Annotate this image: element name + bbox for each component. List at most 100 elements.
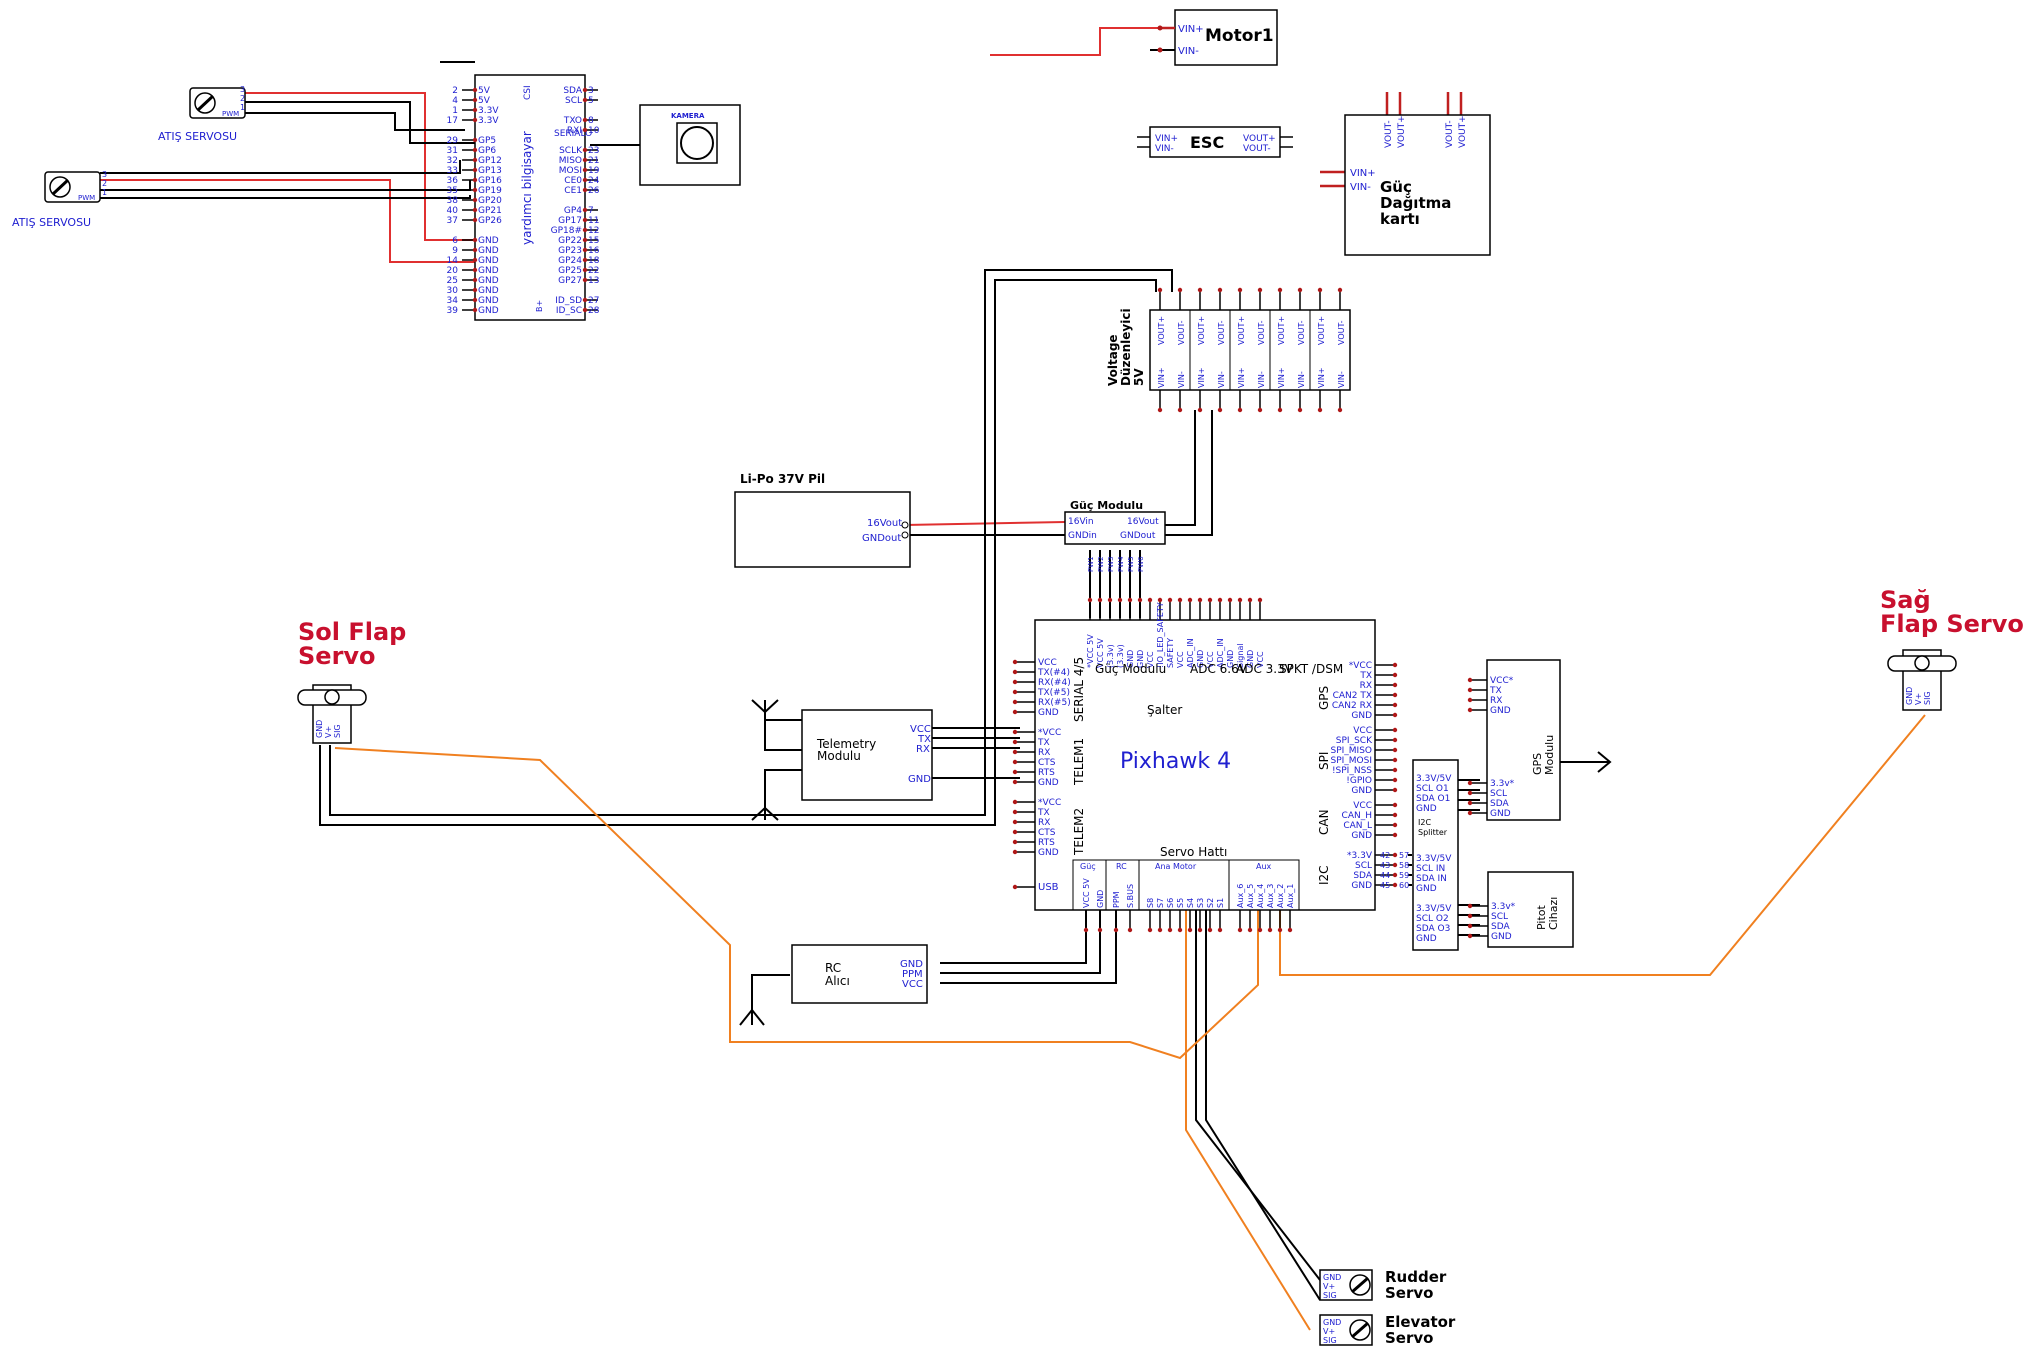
servo-rail-pin: Aux_1 [1286,884,1295,908]
companion-right-pin: GP22 [558,236,582,246]
gps-module-pin: VCC* [1490,676,1514,686]
pm-right-1: 16Vout [1127,517,1159,527]
companion-left-pin-number: 30 [447,286,459,296]
rc-title-2: Alıcı [825,974,850,988]
pin-dot [1217,287,1223,293]
companion-left-pin: GND [478,276,499,286]
companion-right-pin-number: 21 [588,156,599,166]
pin-dot [1237,927,1243,933]
pin-dot [1337,407,1343,413]
pin-dot [1257,927,1263,933]
pin-dot [1157,597,1163,603]
companion-left-pin: GP13 [478,166,502,176]
regulator-box [1149,309,1351,391]
pin-dot [1337,287,1343,293]
pin-dot [1217,597,1223,603]
spi-pin: !GPIO [1346,776,1372,786]
regulator-out-pin: VOUT+ [1317,316,1326,345]
pin-dot [1177,597,1183,603]
companion-right-pin-number: 7 [588,206,594,216]
pm-bottom-pin: PW2 [1097,556,1105,572]
companion-right-pin: CE1 [564,186,582,196]
serial45-pin: TX(#5) [1037,688,1070,698]
companion-right-pin: GP18# [551,226,582,236]
regulator-out-pin: VOUT- [1177,320,1186,345]
pin-dot [472,267,478,273]
companion-left-pin: GND [478,236,499,246]
motor-box [1174,9,1278,66]
left-flap-pin-vplus: V+ [324,726,333,738]
pin-dot [1197,287,1203,293]
esc-in-minus: VIN- [1155,144,1174,154]
companion-right-pin-number: 19 [588,166,600,176]
pin-dot [472,217,478,223]
companion-right-pin-number: 27 [588,296,599,306]
left-flap-title-1: Sol Flap [298,618,406,646]
pin-dot [1157,927,1163,933]
companion-left-pin: GND [478,286,499,296]
pin-dot [1467,790,1473,796]
pitot-pin: SDA [1491,922,1510,932]
companion-right-pin: GP25 [558,266,582,276]
battery-box [734,491,911,568]
servo1-pin-1: 1 [240,103,245,112]
pm-left-2: GNDin [1068,531,1097,541]
pd-title-2: Dağıtma [1380,194,1451,212]
pin-dot [1012,779,1018,785]
battery-block: Li-Po 37V Pil 16Vout GNDout [734,472,911,568]
pixhawk-top-pin: VCC [1256,651,1265,668]
pin-dot [1392,692,1398,698]
regulator-in-pin: VIN- [1177,371,1186,388]
pin-dot [1237,287,1243,293]
splitter-g3-pin: SDA O3 [1416,924,1450,934]
esc-out-plus: VOUT+ [1243,134,1276,144]
companion-left-pin-number: 25 [447,276,458,286]
rc-pin-vcc: VCC [902,979,923,990]
pixhawk-top-pin: SAFETY [1166,638,1175,668]
pin-dot [1467,707,1473,713]
pin-dot [1392,757,1398,763]
companion-left-pin: 5V [478,86,491,96]
splitter-pin-number: 59 [1399,871,1409,880]
regulator-out-pin: VOUT- [1337,320,1346,345]
gps-module-box [1486,659,1561,821]
pitot-pin: SCL [1491,912,1508,922]
telem1-pin: TX [1037,738,1050,748]
regulator-out-pin: VOUT+ [1157,316,1166,345]
servo2-pin-3: 3 [102,170,107,179]
companion-right-pin: GP4 [564,206,582,216]
battery-title: Li-Po 37V Pil [740,472,825,486]
spi-pin: VCC [1353,726,1372,736]
pin-dot [1012,739,1018,745]
pin-dot [582,267,588,273]
pin-dot [1277,287,1283,293]
companion-left-pin: 3.3V [478,116,499,126]
companion-right-pin-number: 13 [588,276,599,286]
gps-side-pin: SCL [1490,789,1507,799]
pin-dot [472,237,478,243]
rudder-title-2: Servo [1385,1284,1433,1302]
companion-right-pin: GP23 [558,246,582,256]
pixhawk-title: Pixhawk 4 [1120,749,1231,774]
pitot-pin: 3.3v* [1491,902,1516,912]
pin-dot [1467,810,1473,816]
i2c-pin-number: 45 [1380,881,1390,890]
companion-left-pin: GND [478,266,499,276]
companion-left-pin-number: 40 [447,206,459,216]
telem1-pin: GND [1038,778,1059,788]
pin-dot [1012,884,1018,890]
pin-dot [1317,287,1323,293]
servo-horn-icon [1914,655,1930,671]
pin-dot [1392,702,1398,708]
companion-computer-block: yardımcı bilgisayar CSI SERIALO B+ 5V25V… [447,74,600,321]
power-distribution-block: VIN+ VIN- VOUT- VOUT+ VOUT- VOUT+ Güç Da… [1344,114,1491,256]
servo-rail-pin: S1 [1216,898,1225,908]
pin-dot [1267,927,1273,933]
companion-right-pin-number: 15 [588,236,599,246]
pin-dot [1012,659,1018,665]
pin-dot [1012,799,1018,805]
pin-dot [1277,927,1283,933]
serial45-pin: RX(#4) [1038,678,1071,688]
